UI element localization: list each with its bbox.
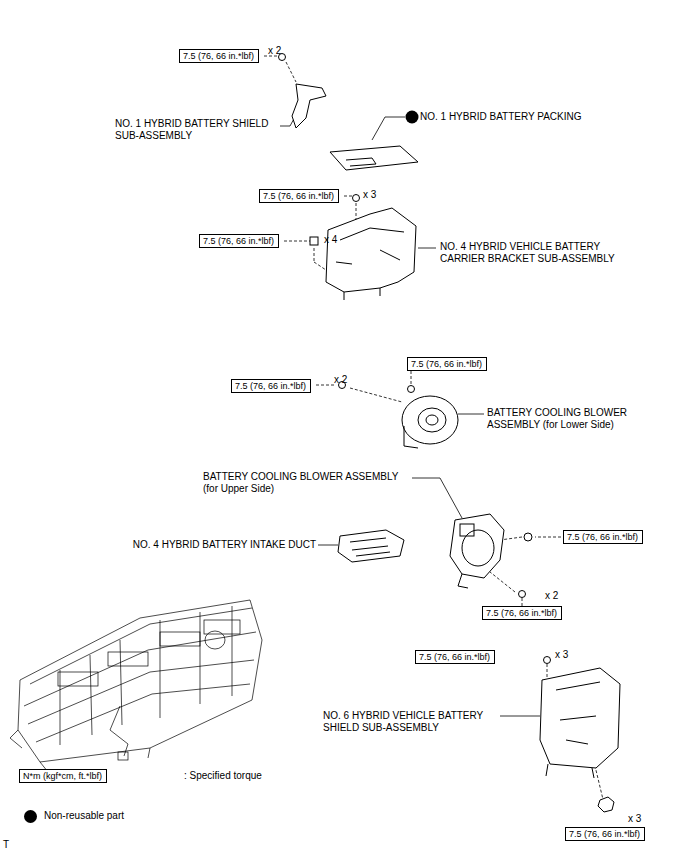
torque-box: 7.5 (76, 66 in.*lbf) (407, 357, 487, 371)
torque-box: 7.5 (76, 66 in.*lbf) (565, 827, 645, 841)
legend-text: Non-reusable part (44, 810, 124, 822)
torque-box: N*m (kgf*cm, ft.*lbf) (19, 769, 107, 783)
torque-box: 7.5 (76, 66 in.*lbf) (259, 189, 339, 203)
torque-box: 7.5 (76, 66 in.*lbf) (415, 650, 495, 664)
quantity-label: x 3 (628, 813, 641, 825)
torque-value: 7.5 (76, 66 in.*lbf) (411, 359, 482, 369)
quantity-label: x 2 (268, 45, 281, 57)
torque-value: 7.5 (76, 66 in.*lbf) (263, 191, 334, 201)
legend-dot (24, 810, 37, 823)
torque-value: 7.5 (76, 66 in.*lbf) (183, 51, 254, 61)
part-name: : Specified torque (184, 770, 262, 782)
part-name: NO. 4 HYBRID VEHICLE BATTERY CARRIER BRA… (440, 241, 622, 265)
torque-value: N*m (kgf*cm, ft.*lbf) (23, 771, 102, 781)
non-reusable-mark (406, 111, 419, 124)
torque-value: 7.5 (76, 66 in.*lbf) (569, 829, 640, 839)
part-name: BATTERY COOLING BLOWER ASSEMBLY (for Upp… (203, 471, 410, 495)
part-name: NO. 4 HYBRID BATTERY INTAKE DUCT (133, 539, 316, 551)
part-name: NO. 6 HYBRID VEHICLE BATTERY SHIELD SUB-… (323, 710, 498, 734)
quantity-label: x 3 (363, 189, 376, 201)
part-name: BATTERY COOLING BLOWER ASSEMBLY (for Low… (487, 407, 647, 431)
torque-value: 7.5 (76, 66 in.*lbf) (203, 236, 274, 246)
part-name: NO. 1 HYBRID BATTERY PACKING (420, 111, 582, 123)
torque-box: 7.5 (76, 66 in.*lbf) (199, 234, 279, 248)
torque-value: 7.5 (76, 66 in.*lbf) (567, 532, 638, 542)
torque-box: 7.5 (76, 66 in.*lbf) (231, 379, 311, 393)
quantity-label: x 3 (555, 649, 568, 661)
quantity-label: x 2 (545, 590, 558, 602)
part-name: NO. 1 HYBRID BATTERY SHIELD SUB-ASSEMBLY (115, 118, 280, 142)
quantity-label: T (3, 839, 9, 851)
torque-value: 7.5 (76, 66 in.*lbf) (235, 381, 306, 391)
torque-box: 7.5 (76, 66 in.*lbf) (179, 49, 259, 63)
torque-value: 7.5 (76, 66 in.*lbf) (419, 652, 490, 662)
quantity-label: x 2 (334, 374, 347, 386)
torque-box: 7.5 (76, 66 in.*lbf) (563, 530, 643, 544)
torque-value: 7.5 (76, 66 in.*lbf) (486, 608, 557, 618)
quantity-label: x 4 (324, 234, 337, 246)
torque-box: 7.5 (76, 66 in.*lbf) (482, 606, 562, 620)
